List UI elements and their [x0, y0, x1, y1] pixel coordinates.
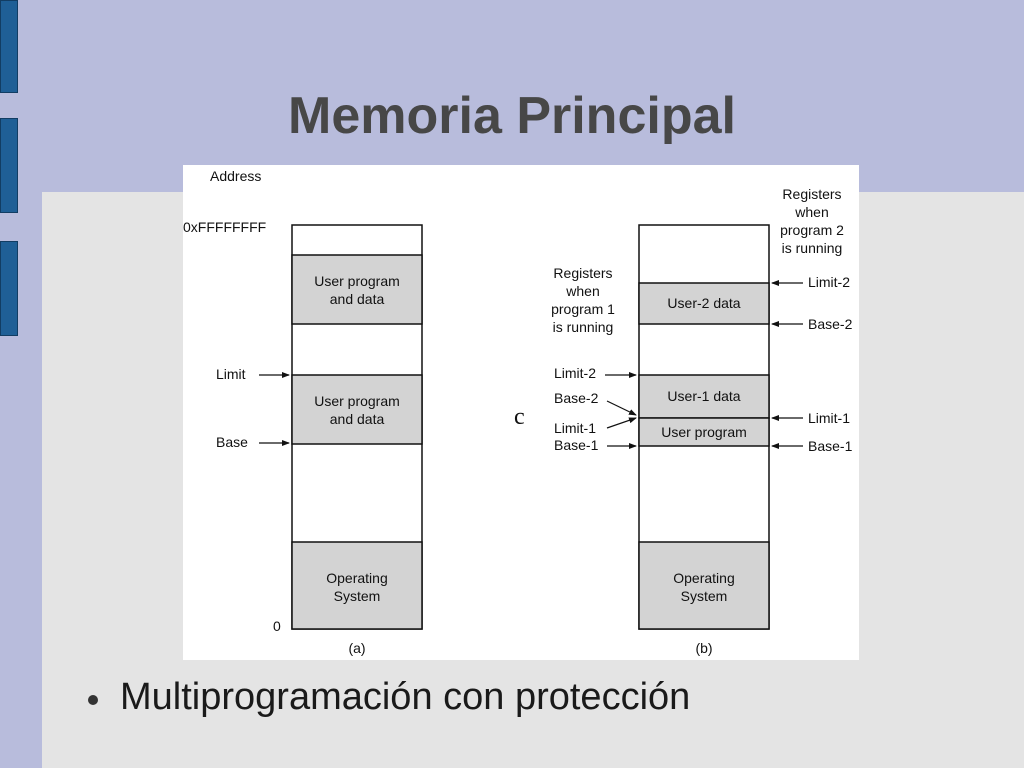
decorative-tab	[0, 0, 18, 93]
left-base-2-label: Base-2	[554, 390, 599, 406]
left-limit-2-label: Limit-2	[554, 365, 596, 381]
base-label: Base	[216, 434, 248, 450]
stray-letter: c	[514, 404, 525, 430]
os-b-line-1: Operating	[673, 570, 734, 586]
registers-p2-line-1: Registers	[782, 186, 841, 202]
user-2-data-block	[638, 282, 770, 325]
bullet-item: Multiprogramación con protección	[88, 672, 690, 722]
memory-diagram: Address 0xFFFFFFFF User program and data…	[183, 165, 859, 660]
decorative-tab	[0, 241, 18, 336]
user-program-block-upper	[291, 254, 423, 325]
caption-a: (a)	[348, 640, 365, 656]
operating-system-block-b	[638, 541, 770, 630]
bullet-text: Multiprogramación con protección	[120, 675, 691, 718]
left-limit-1-label: Limit-1	[554, 420, 596, 436]
user-program-label-b: User program	[661, 424, 747, 440]
os-a-line-2: System	[334, 588, 381, 604]
middle-block-line-1: User program	[314, 393, 400, 409]
slide-title: Memoria Principal	[288, 87, 736, 145]
user-program-block-middle	[291, 374, 423, 445]
bullet-icon	[88, 695, 98, 705]
registers-p1-line-1: Registers	[553, 265, 612, 281]
right-limit-1-label: Limit-1	[808, 410, 850, 426]
left-limit-1-arrow	[606, 417, 637, 429]
upper-block-line-1: User program	[314, 273, 400, 289]
middle-block-line-2: and data	[330, 411, 385, 427]
registers-p2-line-2: when	[794, 204, 828, 220]
user-program-block-b	[638, 417, 770, 447]
user-1-data-label: User-1 data	[667, 388, 740, 404]
registers-p2-line-3: program 2	[780, 222, 844, 238]
decorative-tab	[0, 118, 18, 213]
top-address-label: 0xFFFFFFFF	[183, 219, 266, 235]
registers-p2-line-4: is running	[782, 240, 843, 256]
user-1-data-block	[638, 374, 770, 419]
right-base-1-label: Base-1	[808, 438, 853, 454]
address-label: Address	[210, 168, 261, 184]
registers-p1-line-3: program 1	[551, 301, 615, 317]
left-base-2-arrow	[606, 400, 637, 416]
bottom-address-label: 0	[273, 618, 281, 634]
left-base-1-label: Base-1	[554, 437, 599, 453]
right-limit-2-label: Limit-2	[808, 274, 850, 290]
upper-block-line-2: and data	[330, 291, 385, 307]
os-b-line-2: System	[681, 588, 728, 604]
registers-p1-line-4: is running	[553, 319, 614, 335]
user-2-data-label: User-2 data	[667, 295, 740, 311]
memory-diagram-svg: Address 0xFFFFFFFF User program and data…	[183, 168, 853, 656]
registers-p1-line-2: when	[565, 283, 599, 299]
left-decoration-strip	[0, 0, 42, 768]
limit-label: Limit	[216, 366, 246, 382]
os-a-line-1: Operating	[326, 570, 387, 586]
caption-b: (b)	[695, 640, 712, 656]
right-base-2-label: Base-2	[808, 316, 853, 332]
operating-system-block-a	[291, 541, 423, 630]
